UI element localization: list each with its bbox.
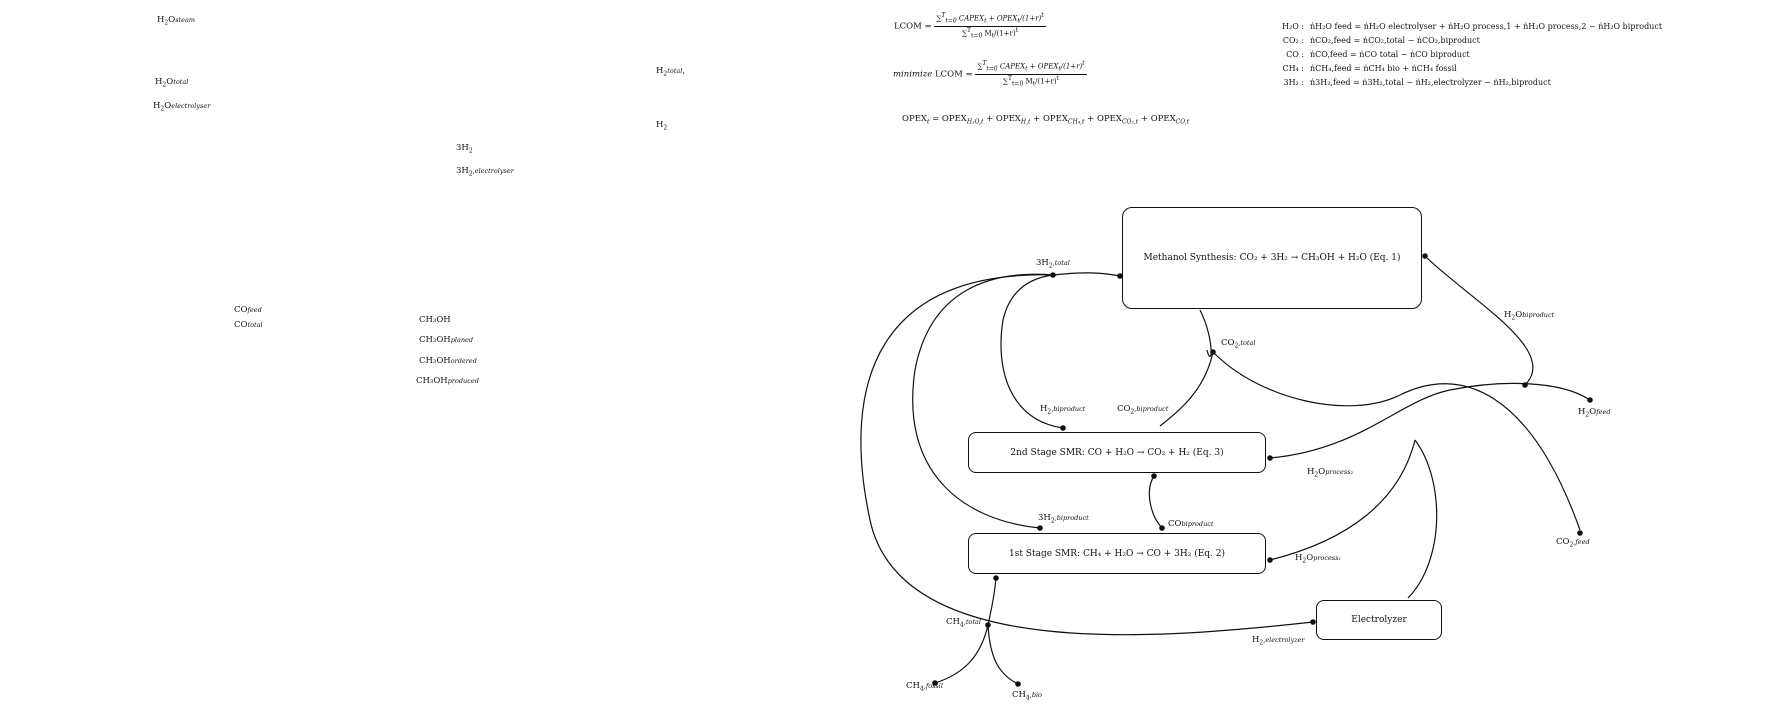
balance-row: H₂O :ṅH₂O feed = ṅH₂O electrolyser + ṅH₂… (1282, 22, 1663, 31)
node-h2-electrolyzer (1310, 619, 1316, 625)
balance-row: CO :ṅCO,feed = ṅCO total − ṅCO biproduct (1286, 50, 1470, 59)
node-h2o-process2 (1267, 455, 1273, 461)
wire-ch4-bio (987, 624, 1019, 685)
wire-h2o-process1 (1269, 439, 1416, 561)
label-co-total: COtotal (234, 320, 263, 330)
flow-label-3h2-biproduct: 3H2,biproduct (1038, 513, 1089, 525)
label-h2o-total: H2Ototal (155, 77, 189, 89)
wire-3h2-biproduct-loop (912, 273, 1054, 529)
wire-electrolyzer-h2o (1407, 439, 1438, 599)
flow-label-co2-biproduct: CO2,biproduct (1117, 404, 1169, 416)
node-ch4-in (993, 575, 999, 581)
label-h2: H2 (656, 120, 668, 132)
methanol-synthesis-box: Methanol Synthesis: CO₂ + 3H₂ → CH₃OH + … (1122, 207, 1422, 309)
wire-co-biproduct (1148, 475, 1163, 529)
wire-3h2-total-to-methanol (1052, 272, 1121, 277)
wire-co2-feed (1212, 351, 1581, 531)
label-h2o-electrolyser: H2Oelectrolyser (153, 101, 211, 113)
wire-h2-biproduct-loop (1000, 274, 1064, 429)
balance-row: CO₂ :ṅCO₂,feed = ṅCO₂,total − ṅCO₂,bipro… (1282, 36, 1480, 45)
lcom-minimize-equation: minimize LCOM = ∑Tt=0 CAPEXt + OPEXt/(1+… (893, 60, 1087, 88)
opex-equation: OPEXt = OPEXH₂O,t + OPEXH,t + OPEXCH₄,t … (902, 114, 1190, 126)
label-ch3oh-ordered: CH₃OHordered (419, 356, 477, 366)
label-h2o-steam: H2Osteam (157, 15, 196, 27)
flow-label-co2-feed: CO2,feed (1556, 537, 1590, 549)
node-co-biproduct (1159, 525, 1165, 531)
smr-stage2-box: 2nd Stage SMR: CO + H₂O → CO₂ + H₂ (Eq. … (968, 432, 1266, 473)
label-co-feed: COfeed (234, 305, 262, 315)
node-h2-biproduct (1060, 425, 1066, 431)
flow-label-h2-biproduct: H2,biproduct (1040, 404, 1086, 416)
wire-ch4-fossil (934, 624, 989, 684)
flow-label-h2o-biproduct: H2Obiproduct (1504, 310, 1555, 322)
node-3h2-biproduct (1037, 525, 1043, 531)
flow-label-co2-total: CO2,total (1221, 338, 1256, 350)
node-ch4-total (985, 622, 991, 628)
node-co2-feed (1577, 530, 1583, 536)
wire-h2-electrolyzer-loop (860, 274, 1314, 636)
electrolyzer-box: Electrolyzer (1316, 600, 1442, 640)
balance-equations: H₂O :ṅH₂O feed = ṅH₂O electrolyser + ṅH₂… (1270, 20, 1662, 90)
node-methanol-in (1117, 273, 1123, 279)
label-3h2: 3H2 (456, 143, 473, 155)
flow-label-ch4-bio: CH4,bio (1012, 690, 1042, 702)
balance-row: 3H₂ :ṅ3H₂,feed = ṅ3H₂,total − ṅH₂,electr… (1283, 78, 1551, 87)
node-h2o-biproduct-out (1422, 253, 1428, 259)
flow-label-h2o-process2: H2Oprocess₂ (1307, 467, 1354, 479)
wire-co2-total-stub (1199, 309, 1212, 357)
smr-stage1-box: 1st Stage SMR: CH₄ + H₂O → CO + 3H₂ (Eq.… (968, 533, 1266, 574)
flow-label-h2-electrolyzer: H2,electrolyzer (1252, 635, 1305, 647)
balance-row: CH₄ :ṅCH₄,feed = ṅCH₄ bio + ṅCH₄ fossil (1282, 64, 1457, 73)
node-co-out (1151, 473, 1157, 479)
node-h2o-junction (1522, 382, 1528, 388)
lcom-equation: LCOM = ∑Tt=0 CAPEXt + OPEXt/(1+r)t∑Tt=0 … (894, 12, 1046, 40)
node-co2-total (1210, 349, 1216, 355)
flow-label-h2o-feed: H2Ofeed (1578, 407, 1611, 419)
label-ch3oh: CH₃OH (419, 315, 451, 325)
label-ch3oh-produced: CH₃OHproduced (416, 376, 479, 386)
wire-co2-biproduct (1159, 351, 1214, 427)
wire-ch4-total (987, 577, 997, 626)
node-ch4-bio (1015, 681, 1021, 687)
wire-h2o-biproduct (1424, 255, 1534, 386)
node-ch4-fossil (932, 680, 938, 686)
wire-h2o-feed (1269, 382, 1591, 459)
label-3h2-electrolyser: 3H2,electrolyser (456, 166, 514, 178)
node-h2o-feed (1587, 397, 1593, 403)
label-h2-total: H2total, (656, 66, 686, 78)
label-ch3oh-planed: CH₃OHplaned (419, 335, 474, 345)
flow-label-ch4-total: CH4,total (946, 617, 981, 629)
node-3h2-total (1050, 272, 1056, 278)
node-h2o-process1 (1267, 557, 1273, 563)
flow-label-3h2-total: 3H2,total (1036, 258, 1070, 270)
flow-label-h2o-process1: H2Oprocess₁ (1295, 553, 1342, 565)
flow-label-co-biproduct: CObiproduct (1168, 519, 1214, 529)
flow-label-ch4-fossil: CH4,fossil (906, 681, 943, 693)
